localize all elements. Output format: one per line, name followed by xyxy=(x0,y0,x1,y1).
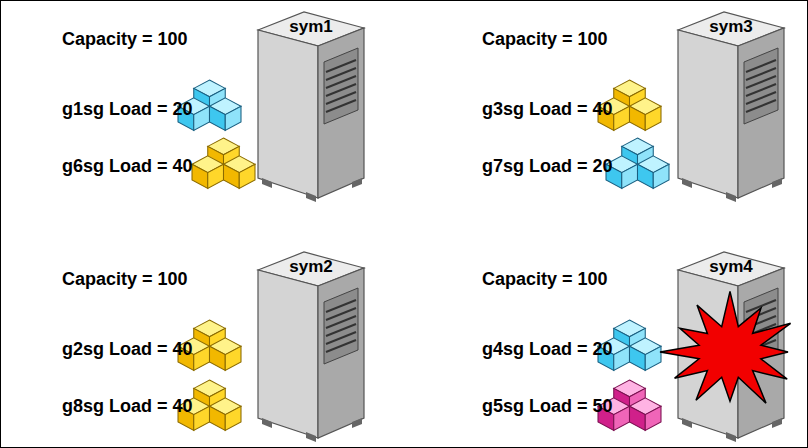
server-tower xyxy=(258,12,364,202)
cube-stack xyxy=(192,138,255,188)
capacity-label: Capacity = 100 xyxy=(482,29,608,50)
server-node: sym4 xyxy=(705,257,757,279)
load-label: g4sg Load = 20 xyxy=(482,339,613,360)
capacity-label: Capacity = 100 xyxy=(482,269,608,290)
failure-burst xyxy=(660,291,791,403)
load-label: g1sg Load = 20 xyxy=(62,99,193,120)
load-label: g8sg Load = 40 xyxy=(62,396,193,417)
server-tower xyxy=(678,12,784,202)
server-tower xyxy=(258,252,364,442)
cube-stack xyxy=(606,138,669,188)
server-node: sym3 xyxy=(705,17,757,39)
server-name: sym3 xyxy=(705,17,757,37)
load-label: g6sg Load = 40 xyxy=(62,156,193,177)
capacity-label: Capacity = 100 xyxy=(62,29,188,50)
server-name: sym1 xyxy=(285,17,337,37)
load-label: g7sg Load = 20 xyxy=(482,156,613,177)
server-node: sym1 xyxy=(285,17,337,39)
server-name: sym2 xyxy=(285,257,337,277)
load-label: g2sg Load = 40 xyxy=(62,339,193,360)
capacity-label: Capacity = 100 xyxy=(62,269,188,290)
server-name: sym4 xyxy=(705,257,757,277)
server-node: sym2 xyxy=(285,257,337,279)
load-label: g3sg Load = 40 xyxy=(482,99,613,120)
load-label: g5sg Load = 50 xyxy=(482,396,613,417)
